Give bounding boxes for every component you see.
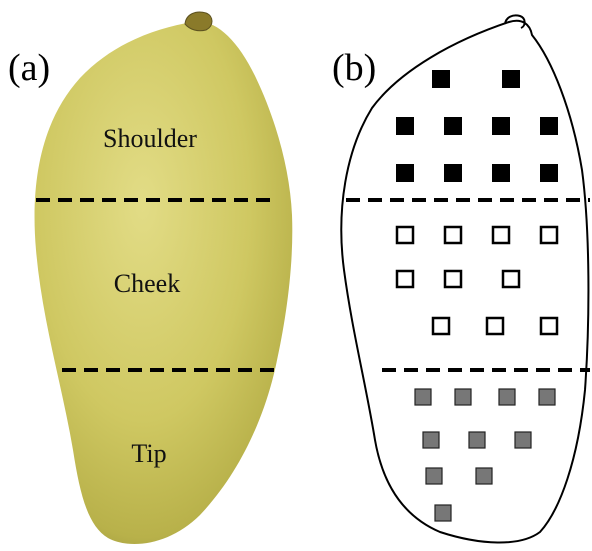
cheek-marker — [487, 318, 503, 334]
cheek-marker — [397, 271, 413, 287]
tip-marker — [476, 468, 492, 484]
panel-b: (b) — [332, 15, 590, 542]
cheek-marker — [541, 227, 557, 243]
cheek-marker — [433, 318, 449, 334]
tip-label: Tip — [131, 439, 166, 468]
cheek-marker — [445, 271, 461, 287]
cheek-marker — [503, 271, 519, 287]
tip-marker — [515, 432, 531, 448]
shoulder-marker — [502, 70, 520, 88]
tip-marker — [435, 505, 451, 521]
shoulder-marker — [444, 117, 462, 135]
tip-marker — [499, 389, 515, 405]
shoulder-marker — [444, 164, 462, 182]
shoulder-marker — [396, 164, 414, 182]
tip-marker — [469, 432, 485, 448]
cheek-marker — [541, 318, 557, 334]
panel-a: (a) Shoulder Cheek Tip — [8, 12, 292, 544]
shoulder-marker — [396, 117, 414, 135]
panel-b-label: (b) — [332, 47, 376, 89]
cheek-marker — [397, 227, 413, 243]
tip-marker — [415, 389, 431, 405]
shoulder-markers — [396, 70, 558, 182]
mango-outline — [341, 21, 588, 543]
tip-marker — [455, 389, 471, 405]
cheek-label: Cheek — [114, 269, 180, 298]
cheek-markers — [397, 227, 557, 334]
tip-marker — [423, 432, 439, 448]
shoulder-marker — [540, 117, 558, 135]
tip-marker — [426, 468, 442, 484]
tip-markers — [415, 389, 555, 521]
shoulder-label: Shoulder — [103, 124, 197, 153]
panel-a-label: (a) — [8, 47, 50, 89]
cheek-marker — [445, 227, 461, 243]
cheek-marker — [493, 227, 509, 243]
tip-marker — [539, 389, 555, 405]
shoulder-marker — [432, 70, 450, 88]
shoulder-marker — [540, 164, 558, 182]
mango-stem — [185, 12, 212, 31]
shoulder-marker — [492, 164, 510, 182]
shoulder-marker — [492, 117, 510, 135]
